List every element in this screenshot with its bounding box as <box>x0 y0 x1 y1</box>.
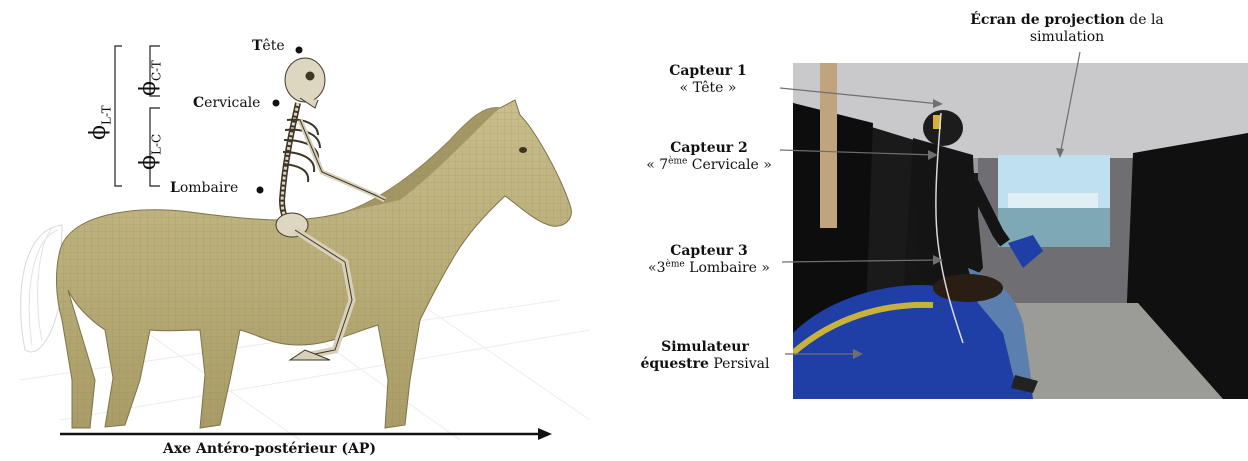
pointer-arrows <box>0 0 1248 461</box>
